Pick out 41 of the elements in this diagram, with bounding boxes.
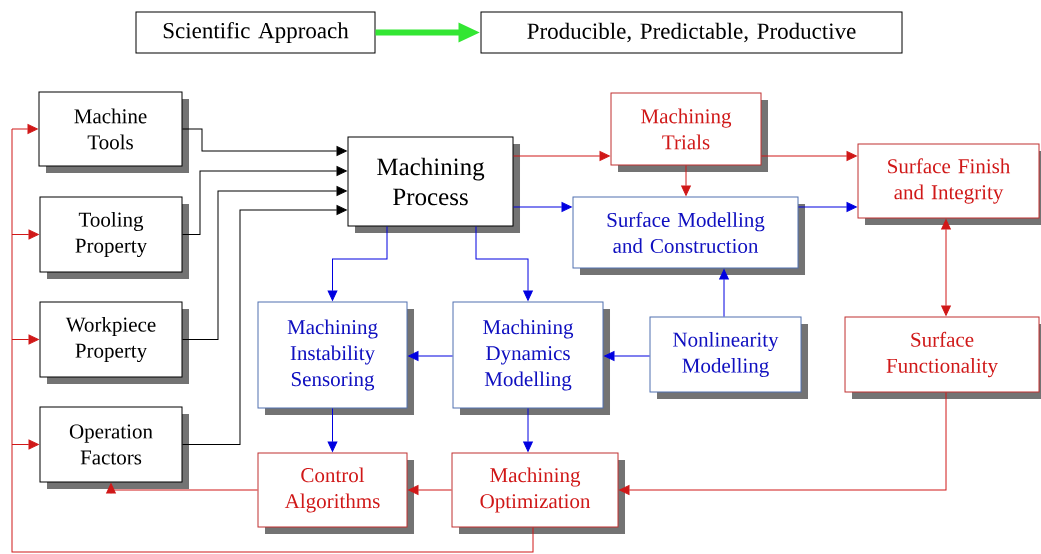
- process-box: Machining Trials: [610, 92, 768, 172]
- process-box: Tooling Property: [39, 196, 189, 279]
- arrow: [408, 351, 453, 361]
- process-box: Nonlinearity Modelling: [649, 316, 808, 399]
- arrow: [11, 334, 39, 345]
- process-box: Operation Factors: [39, 406, 189, 489]
- connector-line: [11, 128, 534, 553]
- process-box: Machining Optimization: [451, 452, 625, 534]
- arrow: [475, 226, 533, 301]
- arrow: [11, 229, 39, 240]
- arrow: [327, 408, 338, 452]
- process-box: Scientific Approach: [135, 11, 376, 54]
- arrow: [182, 205, 347, 445]
- arrow: [182, 186, 347, 340]
- arrow: [798, 202, 857, 212]
- arrow: [182, 166, 347, 235]
- arrow: [11, 439, 39, 450]
- arrow: [408, 485, 452, 495]
- process-box: Machining Dynamics Modelling: [452, 301, 610, 415]
- arrow: [327, 226, 388, 301]
- process-box: Workpiece Property: [39, 301, 189, 384]
- arrow: [761, 151, 857, 161]
- process-box: Machining Process: [347, 136, 520, 233]
- arrow: [619, 392, 947, 495]
- arrow: [523, 408, 533, 452]
- arrow: [182, 128, 347, 156]
- process-box: Surface Finish and Integrity: [857, 143, 1041, 225]
- process-box: Machine Tools: [38, 91, 189, 173]
- arrow: [604, 351, 650, 361]
- arrow: [513, 151, 610, 161]
- arrow: [719, 269, 729, 317]
- arrow: [106, 483, 258, 494]
- arrow: [513, 202, 572, 212]
- process-box: Machining Instability Sensoring: [257, 301, 414, 415]
- arrow: [941, 219, 951, 316]
- process-box: Surface Functionality: [844, 316, 1041, 399]
- process-box: Control Algorithms: [257, 452, 414, 534]
- process-box: Surface Modelling and Construction: [572, 196, 805, 275]
- process-box: Producible, Predictable, Productive: [480, 11, 903, 54]
- arrow: [681, 165, 691, 196]
- arrow: [11, 124, 38, 134]
